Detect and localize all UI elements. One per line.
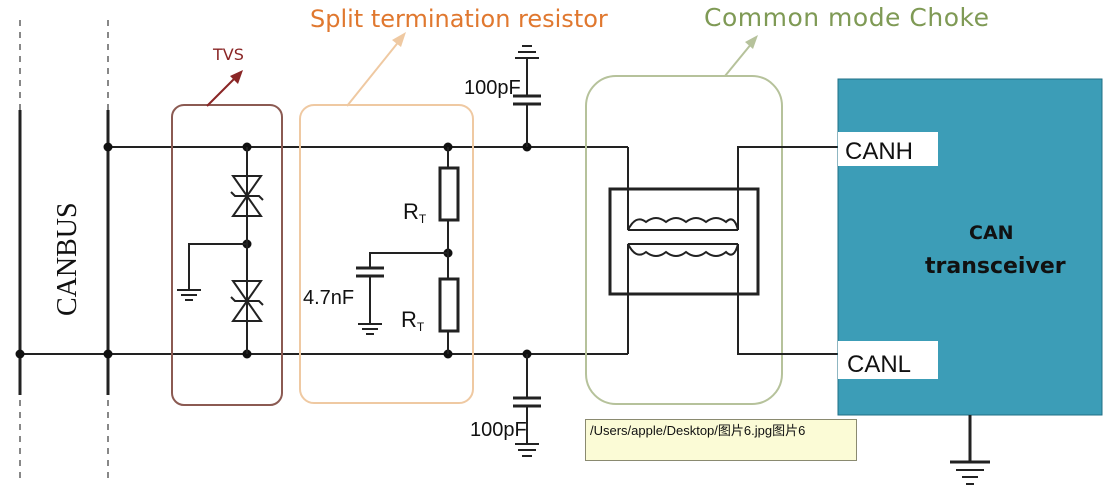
canh-pin-label: CANH bbox=[845, 138, 913, 165]
resistor-label-bottom: RT bbox=[401, 307, 425, 334]
capacitor-label-mid: 4.7nF bbox=[303, 287, 354, 309]
resistor-label-sub: T bbox=[417, 320, 425, 334]
canl-pin-label-bg bbox=[838, 341, 938, 379]
ground-symbol bbox=[950, 415, 990, 485]
choke-box bbox=[585, 75, 783, 405]
canh-pin-label-bg bbox=[838, 132, 938, 166]
split-resistor-network bbox=[356, 147, 460, 354]
choke-symbol bbox=[608, 146, 838, 355]
split-termination-box bbox=[299, 104, 474, 404]
tvs-label: TVS bbox=[212, 45, 244, 64]
capacitor-label-top: 100pF bbox=[464, 77, 521, 99]
common-mode-choke-label: Common mode Choke bbox=[704, 3, 989, 32]
capacitor-bottom bbox=[513, 354, 541, 457]
tvs-callout-arrow bbox=[206, 70, 243, 107]
split-callout-arrow bbox=[346, 32, 406, 107]
capacitor-label-bottom: 100pF bbox=[470, 419, 527, 441]
resistor-label-main: R bbox=[403, 199, 419, 224]
split-termination-label: Split termination resistor bbox=[310, 5, 608, 33]
chip-label-can: CAN bbox=[969, 222, 1014, 244]
resistor-label-top: RT bbox=[403, 199, 427, 226]
resistor-label-sub: T bbox=[419, 212, 427, 226]
ground-symbol bbox=[177, 289, 201, 301]
capacitor-top bbox=[513, 45, 541, 147]
canl-pin-label: CANL bbox=[847, 351, 911, 378]
junction-dot bbox=[103, 349, 113, 359]
junction-dot bbox=[103, 142, 113, 152]
tvs-diodes bbox=[188, 147, 264, 354]
resistor-label-main: R bbox=[401, 307, 417, 332]
file-path-tooltip: /Users/apple/Desktop/图片6.jpg图片6 bbox=[585, 419, 857, 461]
chip-label-transceiver: transceiver bbox=[925, 254, 1066, 279]
ground-symbol bbox=[358, 323, 382, 335]
junction-dot bbox=[15, 349, 25, 359]
choke-callout-arrow bbox=[724, 35, 758, 77]
canbus-label: CANBUS bbox=[52, 202, 83, 316]
tvs-box bbox=[171, 104, 283, 406]
